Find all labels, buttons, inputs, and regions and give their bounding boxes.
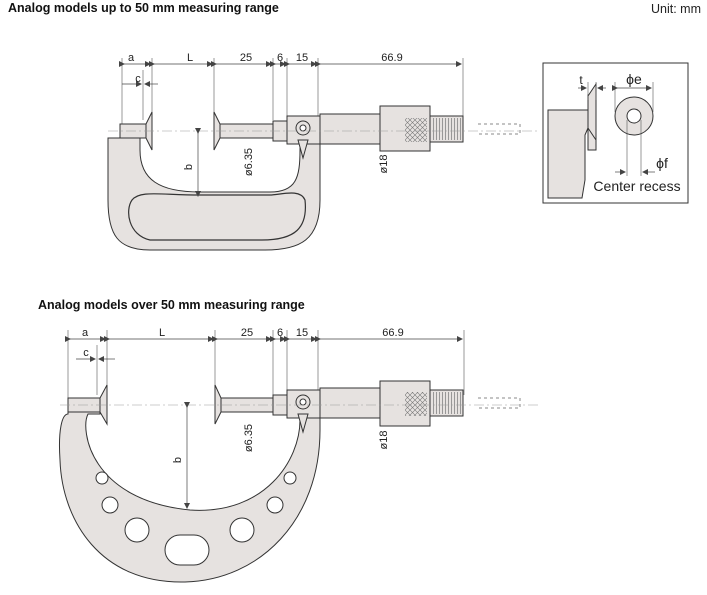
detail-center-recess-label: Center recess: [593, 178, 680, 194]
top-micrometer: [107, 58, 540, 251]
dim-L-bottom: L: [159, 327, 165, 339]
center-recess-detail: [542, 62, 689, 204]
dim-25-bottom: 25: [241, 327, 253, 339]
bottom-micrometer: [59, 330, 540, 583]
dim-15-top: 15: [296, 52, 308, 64]
detail-phi-e-label: ϕe: [626, 71, 642, 87]
detail-phi-f-label: ϕf: [656, 155, 668, 171]
dim-6-top: 6: [277, 52, 283, 64]
dim-a-top: a: [128, 52, 135, 64]
dim-a-bottom: a: [82, 327, 89, 339]
dim-dia18-bottom: ø18: [378, 431, 390, 450]
dim-c-bottom: c: [83, 347, 89, 359]
top-section-heading: Analog models up to 50 mm measuring rang…: [8, 1, 279, 15]
bottom-section-heading: Analog models over 50 mm measuring range: [38, 298, 305, 312]
detail-t-label: t: [579, 73, 583, 87]
dim-15-bottom: 15: [296, 327, 308, 339]
dim-c-top: c: [135, 73, 141, 85]
dim-b-top: b: [183, 164, 195, 170]
dim-dia635-top: ø6.35: [243, 148, 255, 176]
dim-dia18-top: ø18: [378, 155, 390, 174]
dim-b-bottom: b: [172, 457, 184, 463]
dim-669-top: 66.9: [381, 52, 402, 64]
dim-L-top: L: [187, 52, 193, 64]
dim-669-bottom: 66.9: [382, 327, 403, 339]
dim-6-bottom: 6: [277, 327, 283, 339]
unit-label: Unit: mm: [651, 2, 701, 16]
dim-dia635-bottom: ø6.35: [243, 424, 255, 452]
dim-25-top: 25: [240, 52, 252, 64]
